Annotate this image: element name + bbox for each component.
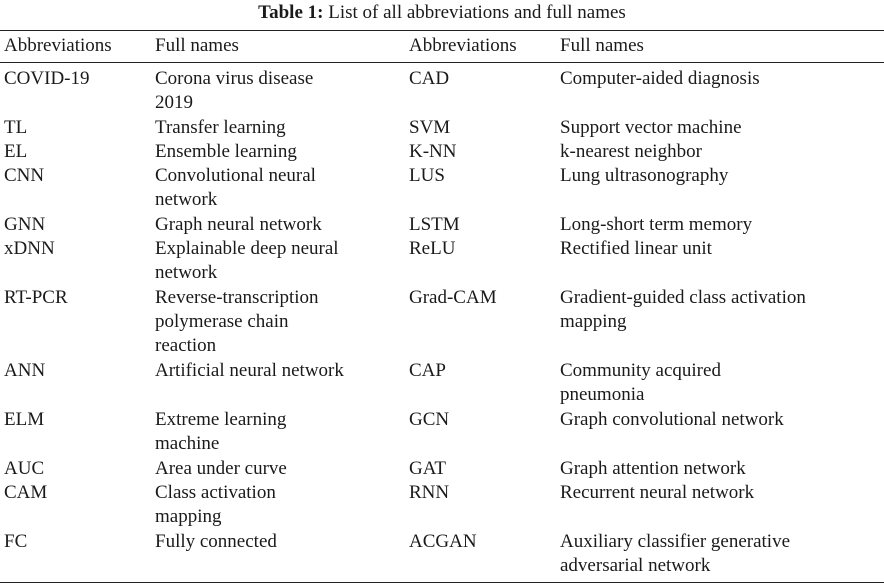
abbreviation-cell: Grad-CAM	[409, 287, 497, 308]
abbreviation-cell: LSTM	[409, 214, 460, 235]
full-name-cell: Graph attention network	[560, 458, 746, 479]
caption-label: Table 1:	[258, 2, 324, 23]
abbreviation-cell: FC	[4, 531, 28, 552]
abbreviation-cell: K-NN	[409, 141, 457, 162]
full-name-cell: Transfer learning	[155, 117, 286, 138]
abbreviation-cell: CAD	[409, 68, 450, 89]
abbreviation-cell: ReLU	[409, 238, 456, 259]
full-name-cell: Artificial neural network	[155, 360, 344, 381]
abbreviation-cell: xDNN	[4, 238, 55, 259]
full-name-cell: Community acquired pneumonia	[560, 360, 721, 406]
caption-text: List of all abbreviations and full names	[328, 2, 626, 23]
abbreviation-cell: CAM	[4, 482, 48, 503]
abbreviation-cell: CAP	[409, 360, 446, 381]
full-name-cell: Ensemble learning	[155, 141, 297, 162]
full-name-cell: Support vector machine	[560, 117, 742, 138]
full-name-cell: Class activation mapping	[155, 482, 276, 528]
header-full-names-1: Full names	[155, 35, 239, 56]
header-rule	[0, 62, 884, 63]
abbreviation-cell: COVID-19	[4, 68, 90, 89]
full-name-cell: Fully connected	[155, 531, 277, 552]
full-name-cell: Convolutional neural network	[155, 165, 316, 211]
full-name-cell: Computer-aided diagnosis	[560, 68, 760, 89]
full-name-cell: Lung ultrasonography	[560, 165, 729, 186]
full-name-cell: Area under curve	[155, 458, 287, 479]
full-name-cell: Auxiliary classifier generative adversar…	[560, 531, 791, 577]
table-caption: Table 1: List of all abbreviations and f…	[0, 0, 884, 28]
full-name-cell: Explainable deep neural network	[155, 238, 339, 284]
table-body: COVID-19 Corona virus disease 2019 CAD C…	[0, 67, 884, 581]
abbreviation-cell: AUC	[4, 458, 45, 479]
full-name-cell: Graph neural network	[155, 214, 322, 235]
abbreviation-cell: LUS	[409, 165, 445, 186]
abbreviation-cell: TL	[4, 117, 28, 138]
header-abbreviations-1: Abbreviations	[4, 35, 112, 56]
header-full-names-2: Full names	[560, 35, 644, 56]
bottom-rule	[0, 582, 884, 583]
abbreviation-cell: SVM	[409, 117, 451, 138]
full-name-cell: Long-short term memory	[560, 214, 753, 235]
abbreviation-cell: GNN	[4, 214, 46, 235]
top-rule	[0, 30, 884, 31]
abbreviation-cell: RNN	[409, 482, 450, 503]
abbreviation-cell: GAT	[409, 458, 446, 479]
full-name-cell: k-nearest neighbor	[560, 141, 702, 162]
full-name-cell: Graph convolutional network	[560, 409, 784, 430]
abbreviation-cell: ANN	[4, 360, 46, 381]
abbreviation-cell: EL	[4, 141, 28, 162]
header-abbreviations-2: Abbreviations	[409, 35, 517, 56]
full-name-cell: Rectified linear unit	[560, 238, 712, 259]
full-name-cell: Corona virus disease 2019	[155, 68, 314, 114]
table-header: Abbreviations Full names Abbreviations F…	[0, 33, 884, 61]
full-name-cell: Reverse-transcription polymerase chain r…	[155, 287, 319, 357]
full-name-cell: Gradient-guided class activation mapping	[560, 287, 806, 333]
full-name-cell: Extreme learning machine	[155, 409, 287, 455]
abbreviation-cell: RT-PCR	[4, 287, 68, 308]
abbreviation-cell: CNN	[4, 165, 45, 186]
full-name-cell: Recurrent neural network	[560, 482, 755, 503]
abbreviation-cell: ELM	[4, 409, 45, 430]
abbreviation-cell: GCN	[409, 409, 450, 430]
abbreviation-cell: ACGAN	[409, 531, 477, 552]
